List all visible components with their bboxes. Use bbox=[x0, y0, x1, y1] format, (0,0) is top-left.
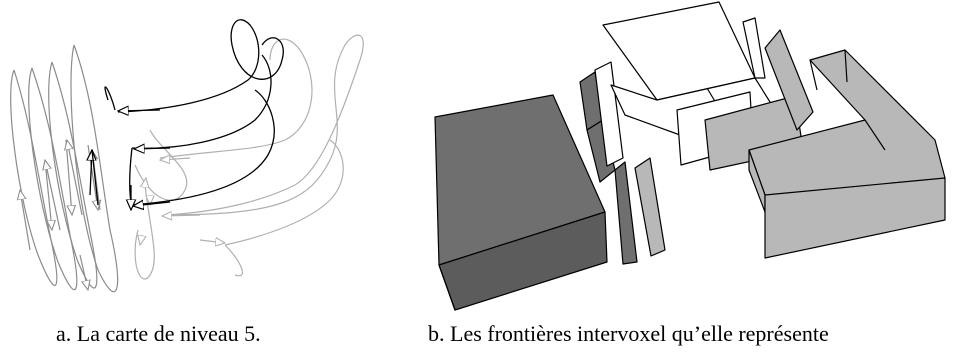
intervoxel-boundaries-diagram bbox=[434, 1, 946, 311]
left-loops bbox=[10, 44, 119, 293]
dark-loop-1 bbox=[104, 19, 284, 113]
loop-r4 bbox=[159, 38, 313, 159]
caption-left: a. La carte de niveau 5. bbox=[56, 321, 261, 346]
panel-grey-1 bbox=[634, 157, 666, 257]
white-right-panel bbox=[742, 17, 766, 79]
grey-L-edge-2 bbox=[809, 59, 818, 91]
dart-3 bbox=[45, 160, 61, 231]
caption-right: b. Les frontières intervoxel qu’elle rep… bbox=[428, 321, 829, 346]
dart-r1 bbox=[199, 240, 225, 243]
loop-r1 bbox=[134, 129, 188, 201]
loop-r2 bbox=[134, 184, 155, 280]
dark-loop-2 bbox=[131, 54, 272, 149]
dart-1 bbox=[20, 190, 31, 251]
dark-dart-3 bbox=[133, 202, 171, 206]
dart-r4 bbox=[145, 178, 146, 185]
dark-loop-3 bbox=[129, 89, 275, 206]
panel-dark-3 bbox=[614, 161, 638, 265]
grey-L-side bbox=[764, 177, 946, 259]
panel-white-1 bbox=[594, 61, 624, 167]
dart-5 bbox=[67, 140, 83, 216]
grey-tall-panel bbox=[764, 29, 814, 131]
loop-r3 bbox=[164, 34, 364, 216]
dark-dart-5 bbox=[90, 150, 92, 196]
dart-2 bbox=[44, 159, 52, 230]
right-loops bbox=[134, 34, 364, 280]
loop-2 bbox=[28, 67, 78, 291]
dart-r3 bbox=[160, 158, 191, 160]
loop-r5 bbox=[224, 139, 344, 246]
dart-8 bbox=[79, 254, 88, 290]
dark-loops bbox=[90, 19, 284, 210]
dart-r5 bbox=[140, 235, 142, 245]
grey-L-edge-1 bbox=[864, 119, 886, 151]
dark-side bbox=[91, 149, 99, 206]
grey-L-edge-3 bbox=[844, 49, 848, 83]
dart-r2 bbox=[162, 215, 201, 216]
dark-box-side bbox=[438, 264, 456, 311]
dark-dart-1 bbox=[118, 110, 161, 111]
dark-dart-2 bbox=[134, 148, 171, 149]
dart-4 bbox=[65, 139, 72, 215]
loop-1 bbox=[10, 69, 58, 287]
loop-4 bbox=[70, 44, 119, 293]
combinatorial-map-diagram bbox=[10, 19, 364, 293]
loop-r6 bbox=[224, 244, 243, 277]
